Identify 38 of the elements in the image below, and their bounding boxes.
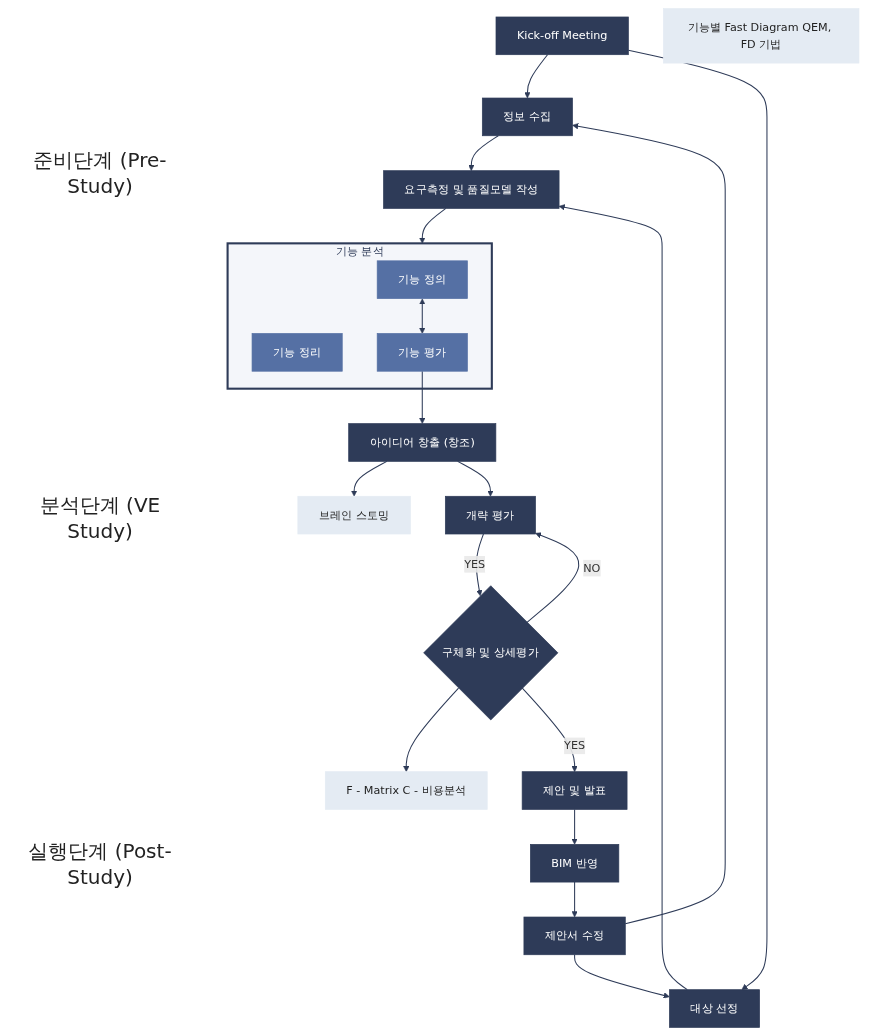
arrow bbox=[526, 532, 579, 623]
arrow bbox=[558, 204, 688, 991]
node-box: 제안서 수정 bbox=[523, 916, 626, 956]
node-box: 기능 정리 bbox=[251, 333, 343, 372]
arrow bbox=[571, 808, 578, 845]
arrow bbox=[418, 298, 426, 334]
node-box: 요구측정 및 품질모델 작성 bbox=[382, 170, 560, 209]
node-diamond: 구체화 및 상세평가 bbox=[423, 585, 558, 721]
arrow bbox=[467, 135, 499, 171]
arrow bbox=[571, 123, 726, 925]
arrow bbox=[418, 207, 447, 244]
node-box: 아이디어 창출 (창조) bbox=[348, 423, 496, 462]
edge-label: NO bbox=[582, 561, 601, 575]
node-box: 기능 평가 bbox=[376, 333, 468, 372]
node-box: 기능 정의 bbox=[376, 260, 468, 299]
phase-label: 준비단계 (Pre-Study) bbox=[32, 147, 168, 199]
arrow bbox=[402, 687, 459, 772]
edge-label: YES bbox=[563, 738, 585, 753]
arrow bbox=[524, 54, 548, 99]
node-box: 기능별 Fast Diagram QEM, FD 기법 bbox=[662, 8, 860, 64]
phase-label: 실행단계 (Post-Study) bbox=[27, 837, 173, 889]
arrow bbox=[627, 49, 768, 990]
node-box: 정보 수집 bbox=[481, 97, 573, 137]
node-box: 제안 및 발표 bbox=[521, 771, 628, 810]
node-box: Kick-off Meeting bbox=[495, 16, 629, 56]
arrow bbox=[475, 533, 484, 597]
node-box: 개략 평가 bbox=[444, 495, 536, 535]
arrow bbox=[418, 370, 426, 424]
phase-label: 분석단계 (VE Study) bbox=[38, 492, 162, 544]
arrow bbox=[350, 460, 388, 497]
arrow bbox=[571, 881, 578, 918]
node-box: F - Matrix C - 비용분석 bbox=[324, 771, 488, 810]
arrow bbox=[521, 687, 578, 772]
arrow bbox=[573, 954, 670, 999]
node-box: BIM 반영 bbox=[529, 844, 619, 883]
node-box: 대상 선정 bbox=[668, 989, 760, 1028]
node-box: 브레인 스토밍 bbox=[297, 495, 411, 535]
edge-label: YES bbox=[463, 557, 485, 571]
